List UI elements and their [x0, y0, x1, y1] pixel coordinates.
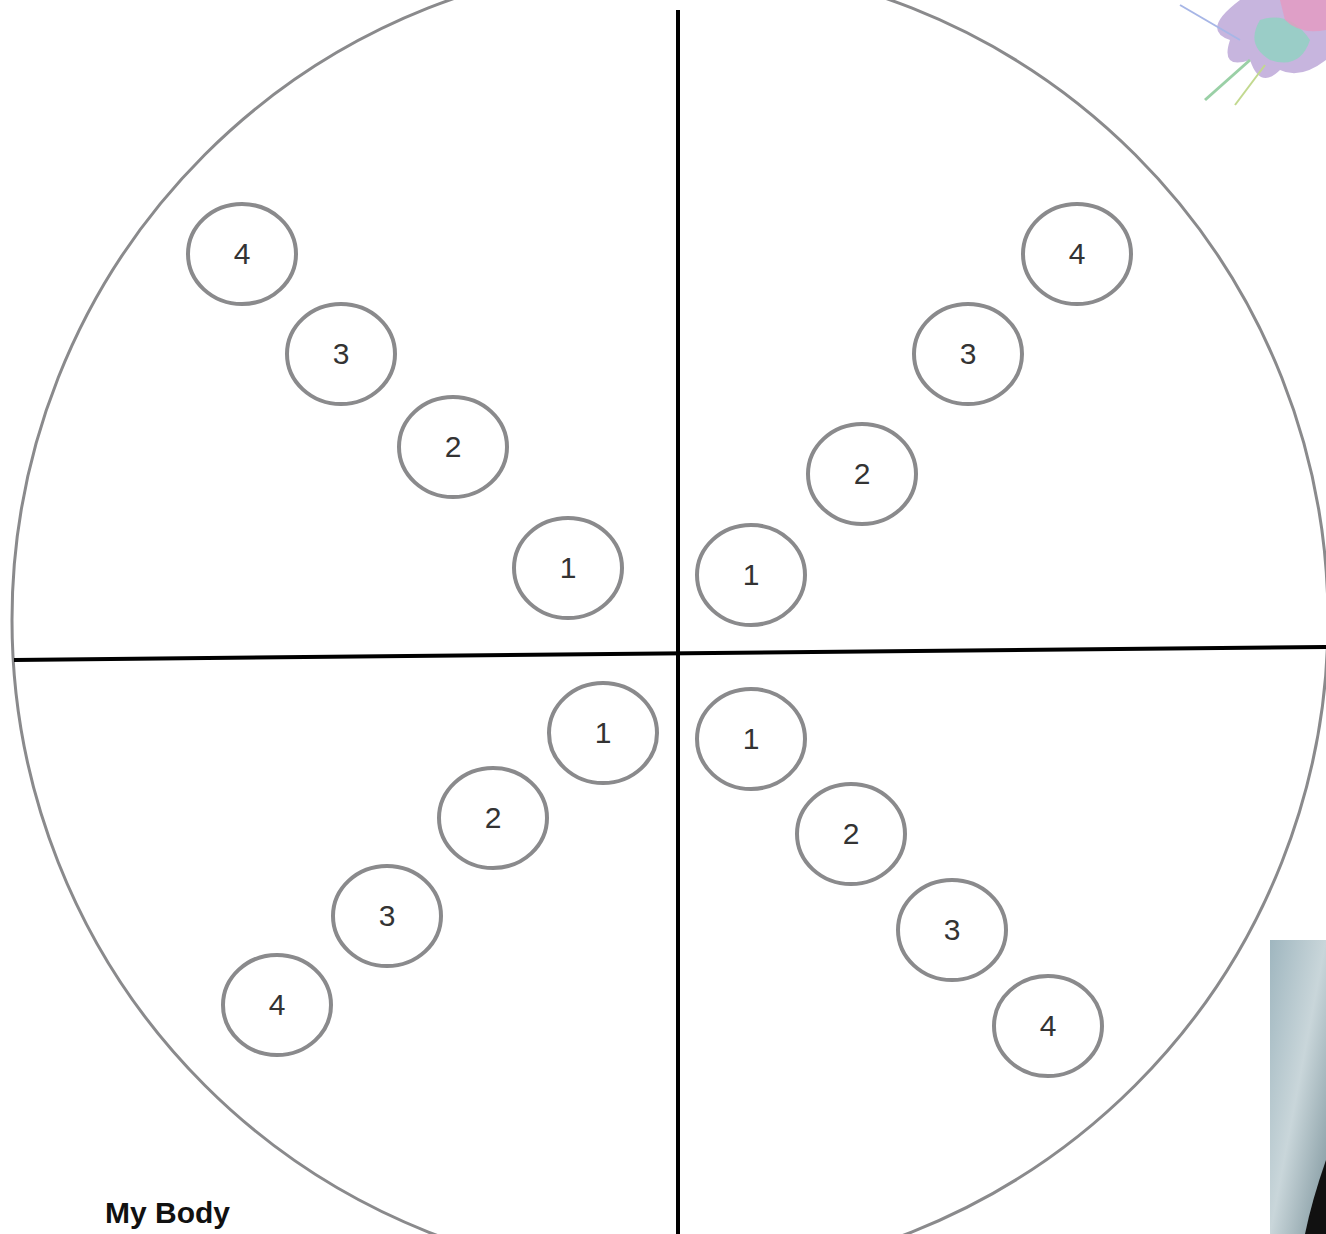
circle-number: 3: [333, 339, 350, 369]
circle-number: 1: [560, 553, 577, 583]
numbered-circle: 4: [1021, 202, 1133, 306]
circle-number: 4: [234, 239, 251, 269]
numbered-circle: 2: [437, 766, 549, 870]
circle-number: 2: [445, 432, 462, 462]
photo-fragment: [1270, 940, 1326, 1234]
circle-number: 4: [1069, 239, 1086, 269]
circle-number: 2: [854, 459, 871, 489]
circle-number: 1: [743, 560, 760, 590]
outer-circle: [12, 0, 1326, 1234]
numbered-circle: 1: [547, 681, 659, 785]
numbered-circle: 4: [221, 953, 333, 1057]
numbered-circle: 4: [992, 974, 1104, 1078]
circle-number: 3: [944, 915, 961, 945]
numbered-circle: 3: [896, 878, 1008, 982]
vertical-axis: [676, 10, 680, 1234]
numbered-circle: 3: [912, 302, 1024, 406]
circle-number: 2: [843, 819, 860, 849]
section-heading: My Body: [105, 1196, 230, 1230]
numbered-circle: 2: [795, 782, 907, 886]
numbered-circle: 1: [512, 516, 624, 620]
circle-number: 3: [960, 339, 977, 369]
photo-fragment-shadow: [1305, 1160, 1326, 1234]
circle-number: 1: [595, 718, 612, 748]
numbered-circle: 1: [695, 523, 807, 627]
numbered-circle: 3: [285, 302, 397, 406]
numbered-circle: 2: [397, 395, 509, 499]
horizontal-axis: [14, 647, 1326, 660]
circle-number: 4: [269, 990, 286, 1020]
paint-splash: [1180, 0, 1326, 105]
numbered-circle: 3: [331, 864, 443, 968]
numbered-circle: 2: [806, 422, 918, 526]
circle-number: 2: [485, 803, 502, 833]
numbered-circle: 4: [186, 202, 298, 306]
circle-number: 3: [379, 901, 396, 931]
circle-number: 4: [1040, 1011, 1057, 1041]
numbered-circle: 1: [695, 687, 807, 791]
circle-number: 1: [743, 724, 760, 754]
